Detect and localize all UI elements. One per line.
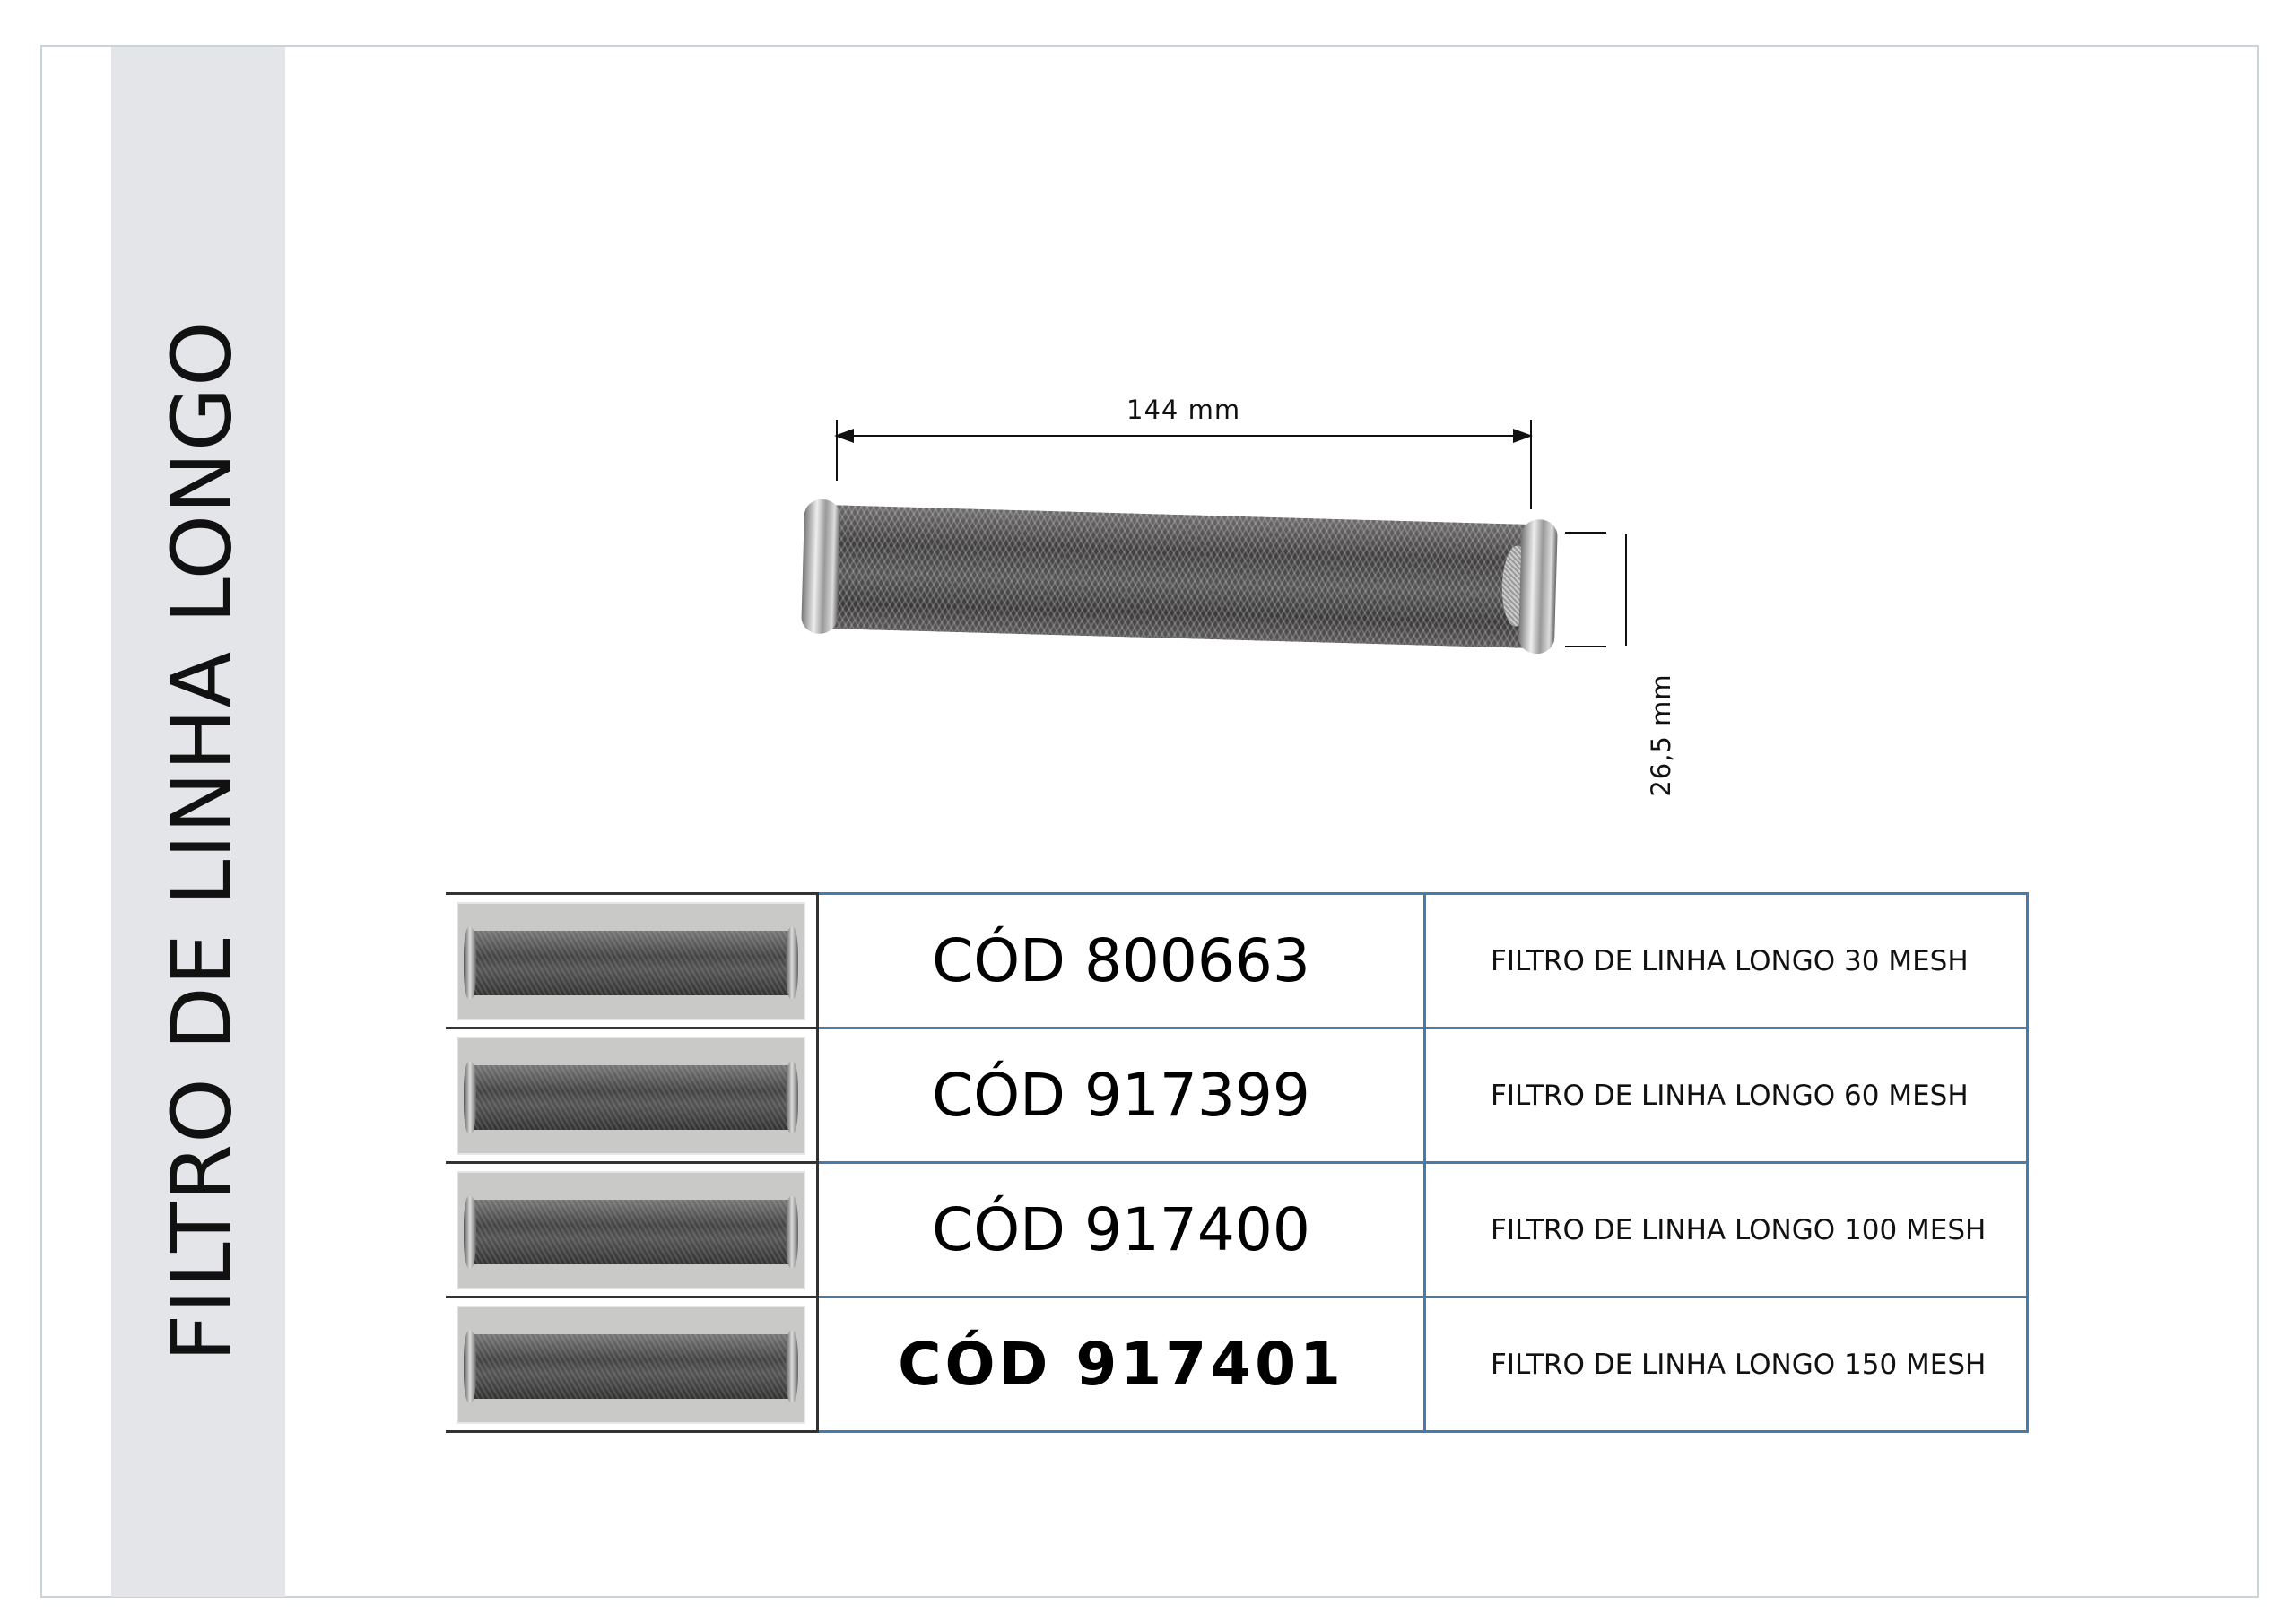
diameter-tick-bottom <box>1565 646 1606 647</box>
table-row: CÓD 917399 FILTRO DE LINHA LONGO 60 MESH <box>446 1027 2029 1164</box>
length-dimension-line <box>834 429 1533 443</box>
table-row: CÓD 917400 FILTRO DE LINHA LONGO 100 MES… <box>446 1161 2029 1298</box>
length-label: 144 mm <box>1126 395 1241 425</box>
product-code: CÓD 800663 <box>816 892 1426 1029</box>
product-thumbnail <box>446 1027 819 1164</box>
dimension-tick-left <box>836 420 838 481</box>
product-code: CÓD 917399 <box>816 1027 1426 1164</box>
page-title: FILTRO DE LINHA LONGO <box>153 320 250 1362</box>
diameter-label: 26,5 mm <box>1646 673 1676 797</box>
product-thumbnail <box>446 1296 819 1433</box>
dimension-tick-right <box>1530 420 1532 509</box>
table-row: CÓD 917401 FILTRO DE LINHA LONGO 150 MES… <box>446 1296 2029 1433</box>
product-table: CÓD 800663 FILTRO DE LINHA LONGO 30 MESH… <box>446 892 2029 1433</box>
product-code: CÓD 917401 <box>816 1296 1426 1433</box>
product-description: FILTRO DE LINHA LONGO 100 MESH <box>1423 1161 2029 1298</box>
filter-image <box>801 499 1558 655</box>
product-description: FILTRO DE LINHA LONGO 150 MESH <box>1423 1296 2029 1433</box>
product-thumbnail <box>446 892 819 1029</box>
page-frame <box>40 45 2259 1598</box>
product-code: CÓD 917400 <box>816 1161 1426 1298</box>
product-thumbnail <box>446 1161 819 1298</box>
diameter-tick-top <box>1565 532 1606 534</box>
title-sidebar <box>111 47 285 1597</box>
diameter-dimension-line <box>1625 534 1627 646</box>
product-description: FILTRO DE LINHA LONGO 60 MESH <box>1423 1027 2029 1164</box>
product-description: FILTRO DE LINHA LONGO 30 MESH <box>1423 892 2029 1029</box>
table-row: CÓD 800663 FILTRO DE LINHA LONGO 30 MESH <box>446 892 2029 1029</box>
